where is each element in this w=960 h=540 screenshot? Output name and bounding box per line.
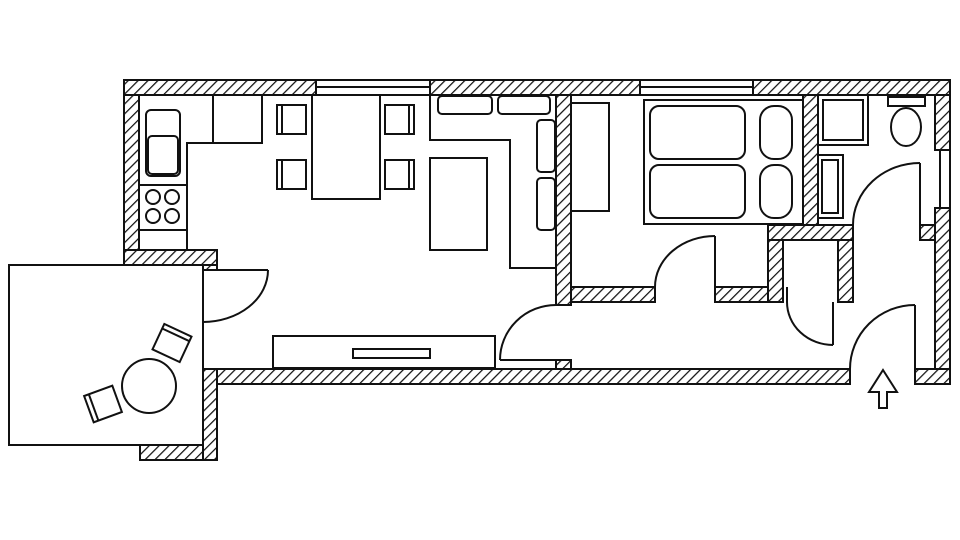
walls [123,79,951,461]
shower [817,94,869,146]
entrance-arrow-icon [867,368,899,409]
dining-chair [276,104,307,135]
tv-unit [272,335,496,369]
kitchen-counter [139,95,263,251]
balcony-chair [151,322,193,364]
closet-door [786,287,834,346]
living-door [499,304,557,361]
dining-chair [384,159,415,190]
bedroom-door [654,235,716,288]
coffee-table [429,157,488,251]
balcony-door [202,269,269,323]
sofa [429,95,556,269]
bathroom-sink [817,154,844,219]
wardrobe [570,102,610,212]
dining-chair [384,104,415,135]
balcony-chair [82,384,124,424]
balcony-table [121,358,177,414]
dining-table [311,94,381,200]
entrance-door [849,304,916,370]
toilet [887,96,926,147]
bed [643,99,804,225]
bathroom-door [852,162,921,226]
dining-chair [276,159,307,190]
